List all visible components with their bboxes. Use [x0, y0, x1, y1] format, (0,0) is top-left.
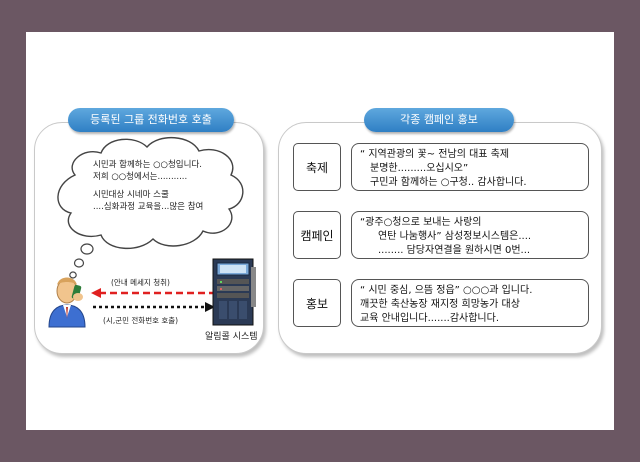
arrow-head-left-icon: [91, 288, 101, 298]
message-campaign-line-3: ........ 담당자연결을 원하시면 0번...: [378, 245, 531, 256]
group-call-title: 등록된 그룹 전화번호 호출: [68, 108, 234, 132]
diagram-canvas: 시민과 함께하는 ○○청입니다. 저희 ○○청에서는........... 시민…: [26, 32, 614, 430]
message-festival-line-2: 분명한.........오십시오”: [370, 163, 469, 174]
message-promotion-line-1: “ 시민 중심, 으뜸 정읍” ○○○과 입니다.: [360, 285, 533, 296]
message-promotion-line-2: 깨끗한 축산농장 재지정 희망농가 대상: [360, 299, 520, 310]
thought-cloud-icon: [57, 136, 244, 279]
cloud-line-2: 저희 ○○청에서는...........: [93, 172, 188, 182]
message-promotion-line-3: 교육 안내입니다.......감사합니다.: [360, 313, 500, 324]
message-campaign-line-2: 연탄 나눔행사” 삼성정보시스템은....: [378, 231, 532, 242]
group-call-panel: 시민과 함께하는 ○○청입니다. 저희 ○○청에서는........... 시민…: [34, 122, 264, 354]
arrow-top-label: (안내 메세지 청취): [111, 278, 170, 287]
category-festival: 축제: [293, 143, 341, 191]
message-campaign: “광주○청으로 보내는 사랑의 연탄 나눔행사” 삼성정보시스템은.... ..…: [351, 211, 589, 259]
campaign-panel: 축제 “ 지역관광의 꽃~ 전남의 대표 축제 분명한.........오십시오…: [278, 122, 602, 354]
cloud-line-3: 시민대상 시네마 스쿨: [93, 190, 169, 200]
system-label: 알림콜 시스템: [205, 332, 258, 342]
message-festival-line-3: 구민과 함께하는 ○구청.. 감사합니다.: [370, 177, 527, 188]
category-promotion: 홍보: [293, 279, 341, 327]
person-on-phone-icon: [48, 277, 86, 328]
arrow-bottom-label: (시,군민 전화번호 호출): [103, 316, 179, 325]
cloud-line-4: ....심화과정 교육을...많은 참여: [93, 202, 204, 212]
message-promotion: “ 시민 중심, 으뜸 정읍” ○○○과 입니다. 깨끗한 축산농장 재지정 희…: [351, 279, 589, 327]
cloud-line-1: 시민과 함께하는 ○○청입니다.: [93, 160, 202, 170]
arrow-head-right-icon: [205, 302, 215, 312]
category-campaign: 캠페인: [293, 211, 341, 259]
server-rack-icon: [212, 258, 256, 326]
message-flow-arrows: [91, 288, 215, 312]
message-festival: “ 지역관광의 꽃~ 전남의 대표 축제 분명한.........오십시오” 구…: [351, 143, 589, 191]
campaign-title: 각종 캠페인 홍보: [364, 108, 514, 132]
message-campaign-line-1: “광주○청으로 보내는 사랑의: [360, 217, 482, 228]
message-festival-line-1: “ 지역관광의 꽃~ 전남의 대표 축제: [360, 149, 510, 160]
